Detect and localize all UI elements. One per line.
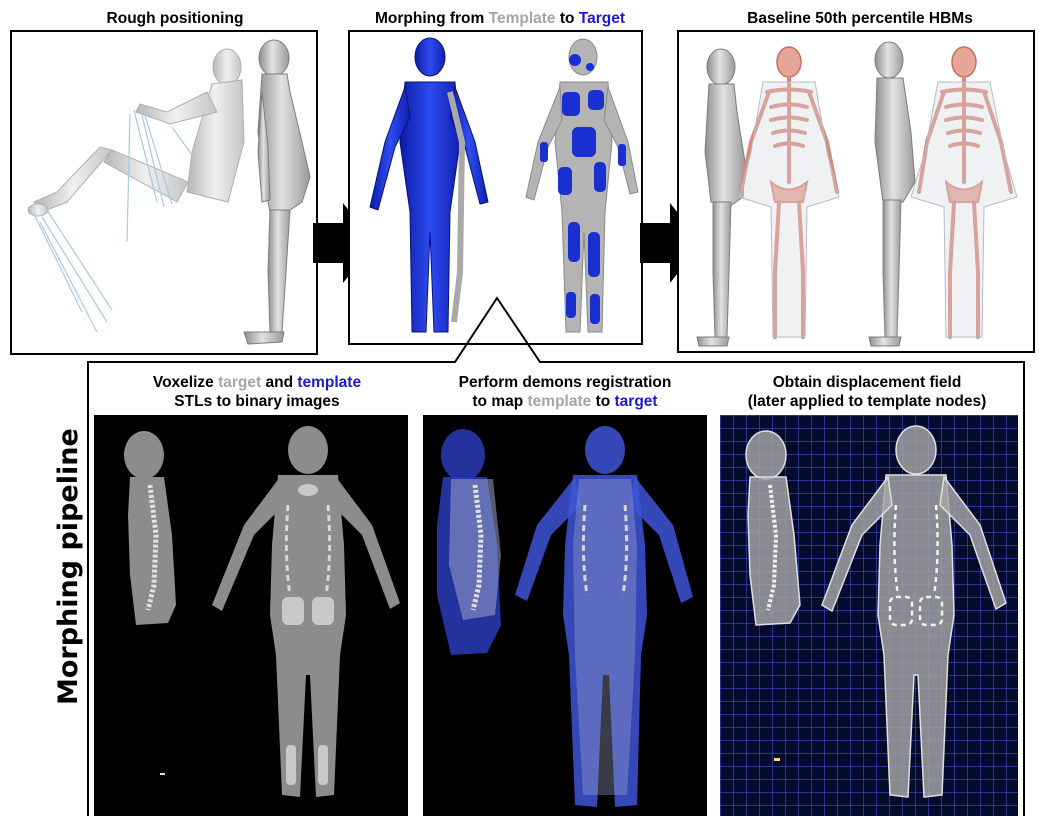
displacement-line1: Obtain displacement field xyxy=(773,374,962,391)
voxelize-target-word: target xyxy=(218,374,261,391)
displacement-line2: (later applied to template nodes) xyxy=(748,393,987,410)
demons-title: Perform demons registration to map templ… xyxy=(420,373,710,411)
registration-image-panel xyxy=(423,415,707,816)
morphing-pipeline-label: Morphing pipeline xyxy=(51,455,87,705)
binary-image-panel xyxy=(94,415,408,816)
displacement-title: Obtain displacement field (later applied… xyxy=(712,373,1022,411)
displacement-field-illustration xyxy=(720,415,1018,816)
demons-line1: Perform demons registration xyxy=(459,374,672,391)
demons-mid: to xyxy=(591,393,614,410)
voxelize-prefix: Voxelize xyxy=(153,374,218,391)
demons-prefix: to map xyxy=(472,393,527,410)
voxelize-mid: and xyxy=(261,374,297,391)
voxelize-template-word: template xyxy=(297,374,361,391)
voxelize-title: Voxelize target and template STLs to bin… xyxy=(98,373,416,411)
demons-target-word: target xyxy=(615,393,658,410)
voxelize-line2: STLs to binary images xyxy=(174,393,339,410)
registration-illustration xyxy=(423,415,707,816)
displacement-field-panel xyxy=(720,415,1018,816)
binary-front-silhouette xyxy=(212,426,400,797)
binary-image-illustration xyxy=(94,415,408,816)
demons-template-word: template xyxy=(528,393,592,410)
